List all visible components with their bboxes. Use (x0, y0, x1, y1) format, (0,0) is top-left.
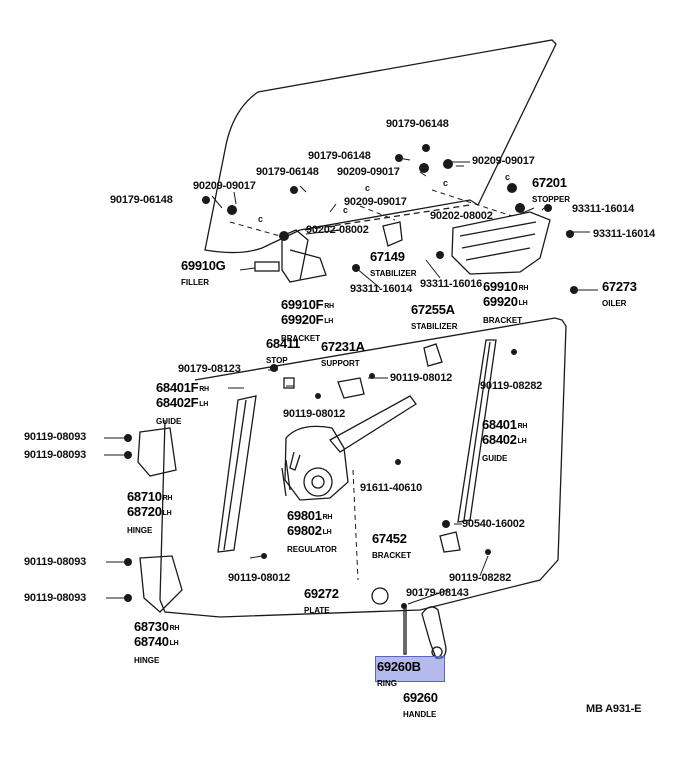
label-68730[interactable]: 68730RH 68740LH HINGE (134, 619, 180, 665)
bolt-mark (401, 603, 407, 609)
highlight-box (375, 656, 445, 682)
label-67273[interactable]: 67273 OILER (602, 279, 637, 308)
part-label[interactable]: 90209-09017 (193, 180, 256, 192)
bolt-mark (202, 196, 210, 204)
bolt-mark (570, 286, 578, 294)
part-label[interactable]: 90179-06148 (308, 150, 371, 162)
svg-text:c: c (505, 172, 510, 182)
label-69910g[interactable]: 69910G FILLER (181, 258, 226, 287)
label-69910[interactable]: 69910RH 69920LH BRACKET (483, 279, 529, 325)
part-label[interactable]: 90119-08282 (480, 380, 543, 392)
bolt-mark (395, 459, 401, 465)
part-label[interactable]: 90179-08123 (178, 363, 241, 375)
bolt-mark (290, 186, 298, 194)
door-glass-outline (204, 39, 557, 254)
part-label[interactable]: 90179-08143 (406, 587, 469, 599)
bolt-mark (270, 364, 278, 372)
part-label[interactable]: 90119-08093 (24, 431, 87, 443)
bolt-mark (279, 231, 289, 241)
part-label[interactable]: 90119-08093 (24, 449, 87, 461)
label-68411[interactable]: 68411 STOP (266, 336, 300, 365)
bolt-mark (507, 183, 517, 193)
bolt-mark (352, 264, 360, 272)
bolt-mark (261, 553, 267, 559)
label-67231a[interactable]: 67231A SUPPORT (321, 339, 365, 368)
label-69260[interactable]: 69260 HANDLE (403, 690, 438, 719)
part-label[interactable]: 93311-16016 (420, 278, 483, 290)
part-label[interactable]: 90179-06148 (256, 166, 319, 178)
bolt-mark (443, 159, 453, 169)
part-label[interactable]: 90209-09017 (344, 196, 407, 208)
part-label[interactable]: 90209-09017 (337, 166, 400, 178)
bolt-mark (511, 349, 517, 355)
bolt-mark (227, 205, 237, 215)
label-68710[interactable]: 68710RH 68720LH HINGE (127, 489, 173, 535)
label-69272[interactable]: 69272 PLATE (304, 586, 339, 615)
label-68401[interactable]: 68401RH 68402LH GUIDE (482, 417, 528, 463)
label-67201[interactable]: 67201 STOPPER (532, 175, 571, 204)
label-68401f[interactable]: 68401FRH 68402FLH GUIDE (156, 380, 209, 426)
part-label[interactable]: 90209-09017 (472, 155, 535, 167)
bolt-mark (436, 251, 444, 259)
bolt-mark (485, 549, 491, 555)
bolt-mark (442, 520, 450, 528)
svg-text:c: c (343, 205, 348, 215)
part-label[interactable]: 90202-08002 (306, 224, 369, 236)
bolt-mark (124, 558, 132, 566)
part-label[interactable]: 90119-08012 (228, 572, 291, 584)
diagram-code: MB A931-E (586, 703, 642, 715)
part-label[interactable]: 91611-40610 (360, 482, 423, 494)
part-label[interactable]: 90119-08282 (449, 572, 512, 584)
part-label[interactable]: 90179-06148 (110, 194, 173, 206)
part-label[interactable]: 90202-08002 (430, 210, 493, 222)
svg-text:c: c (365, 183, 370, 193)
part-label[interactable]: 90540-16002 (462, 518, 525, 530)
part-label[interactable]: 90119-08012 (390, 372, 453, 384)
bolt-mark (369, 373, 375, 379)
label-67452[interactable]: 67452 BRACKET (372, 531, 412, 560)
label-69910f[interactable]: 69910FRH 69920FLH BRACKET (281, 297, 334, 343)
bolt-mark (544, 204, 552, 212)
bolt-mark (422, 144, 430, 152)
part-label[interactable]: 90119-08012 (283, 408, 346, 420)
bolt-mark (515, 203, 525, 213)
bolt-mark (419, 163, 429, 173)
label-69260b[interactable]: 69260B RING (377, 659, 421, 688)
label-67149[interactable]: 67149 STABILIZER (370, 249, 417, 278)
bolt-mark (566, 230, 574, 238)
part-label[interactable]: 90119-08093 (24, 556, 87, 568)
bolt-mark (124, 594, 132, 602)
part-label[interactable]: 93311-16014 (350, 283, 413, 295)
door-panel-outline (159, 317, 567, 618)
bolt-mark (395, 154, 403, 162)
part-label[interactable]: 90179-06148 (386, 118, 449, 130)
svg-text:c: c (443, 178, 448, 188)
bolt-mark (124, 434, 132, 442)
part-label[interactable]: 90119-08093 (24, 592, 87, 604)
bolt-mark (315, 393, 321, 399)
bolt-mark (124, 451, 132, 459)
svg-text:c: c (258, 214, 263, 224)
label-69801[interactable]: 69801RH 69802LH REGULATOR (287, 508, 337, 554)
part-label[interactable]: 93311-16014 (572, 203, 635, 215)
label-67255a[interactable]: 67255A STABILIZER (411, 302, 458, 331)
part-label[interactable]: 93311-16014 (593, 228, 656, 240)
